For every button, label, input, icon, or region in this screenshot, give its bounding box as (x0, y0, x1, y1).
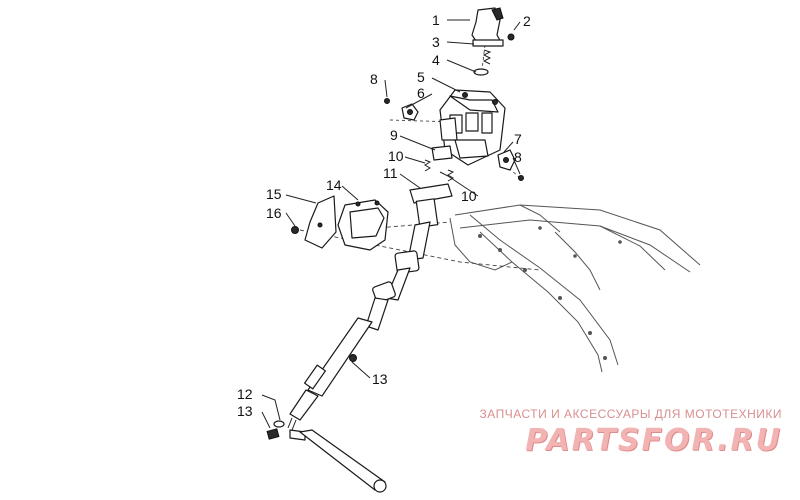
part-13-nut-upper (349, 354, 357, 362)
callout-6: 6 (417, 85, 425, 101)
watermark-caption: ЗАПЧАСТИ И АКСЕССУАРЫ ДЛЯ МОТОТЕХНИКИ (479, 407, 782, 421)
callout-12: 12 (237, 386, 253, 402)
callout-14: 14 (326, 177, 342, 193)
callout-labels: 1 2 3 4 5 6 7 8 8 9 10 10 11 12 13 13 14… (237, 12, 531, 419)
callout-5: 5 (417, 69, 425, 85)
part-15-plate (304, 195, 337, 249)
part-16-screw (291, 226, 299, 234)
watermark-logo: PARTSFOR.RU (525, 423, 782, 458)
callout-2: 2 (523, 13, 531, 29)
part-8-bolt-right (518, 175, 524, 181)
callout-15: 15 (266, 186, 282, 202)
callout-8-left: 8 (370, 71, 378, 87)
callout-10-right: 10 (461, 188, 477, 204)
part-3-spring (482, 49, 492, 65)
part-12-washer (273, 420, 285, 428)
part-13-nut-lower (266, 428, 280, 440)
callout-4: 4 (432, 52, 440, 68)
callout-10-left: 10 (388, 148, 404, 164)
part-10-spring-left (424, 159, 432, 172)
callout-1: 1 (432, 12, 440, 28)
part-10-spring-right (447, 169, 455, 182)
callout-13-lower: 13 (237, 403, 253, 419)
callout-16: 16 (266, 205, 282, 221)
leader-lines (261, 19, 521, 429)
callout-3: 3 (432, 34, 440, 50)
callout-11: 11 (383, 165, 398, 181)
part-5-bracket (439, 89, 506, 166)
part-7-bushing (497, 149, 516, 171)
part-2-bolt (507, 33, 515, 41)
vehicle-frame (449, 204, 701, 373)
lower-steering-column (287, 317, 373, 441)
part-1-cap (471, 7, 504, 47)
callout-7: 7 (514, 131, 522, 147)
callout-9: 9 (390, 127, 398, 143)
callout-8-right: 8 (514, 149, 522, 165)
watermark: ЗАПЧАСТИ И АКСЕССУАРЫ ДЛЯ МОТОТЕХНИКИ PA… (480, 407, 782, 458)
part-14-cover (337, 199, 389, 251)
pitman-arm (299, 429, 387, 493)
part-4-washer (473, 68, 489, 76)
part-9-clamp (431, 145, 453, 161)
callout-13-upper: 13 (372, 371, 388, 387)
part-8-bolt-left (384, 98, 390, 104)
part-11-steering-shaft (365, 183, 453, 331)
